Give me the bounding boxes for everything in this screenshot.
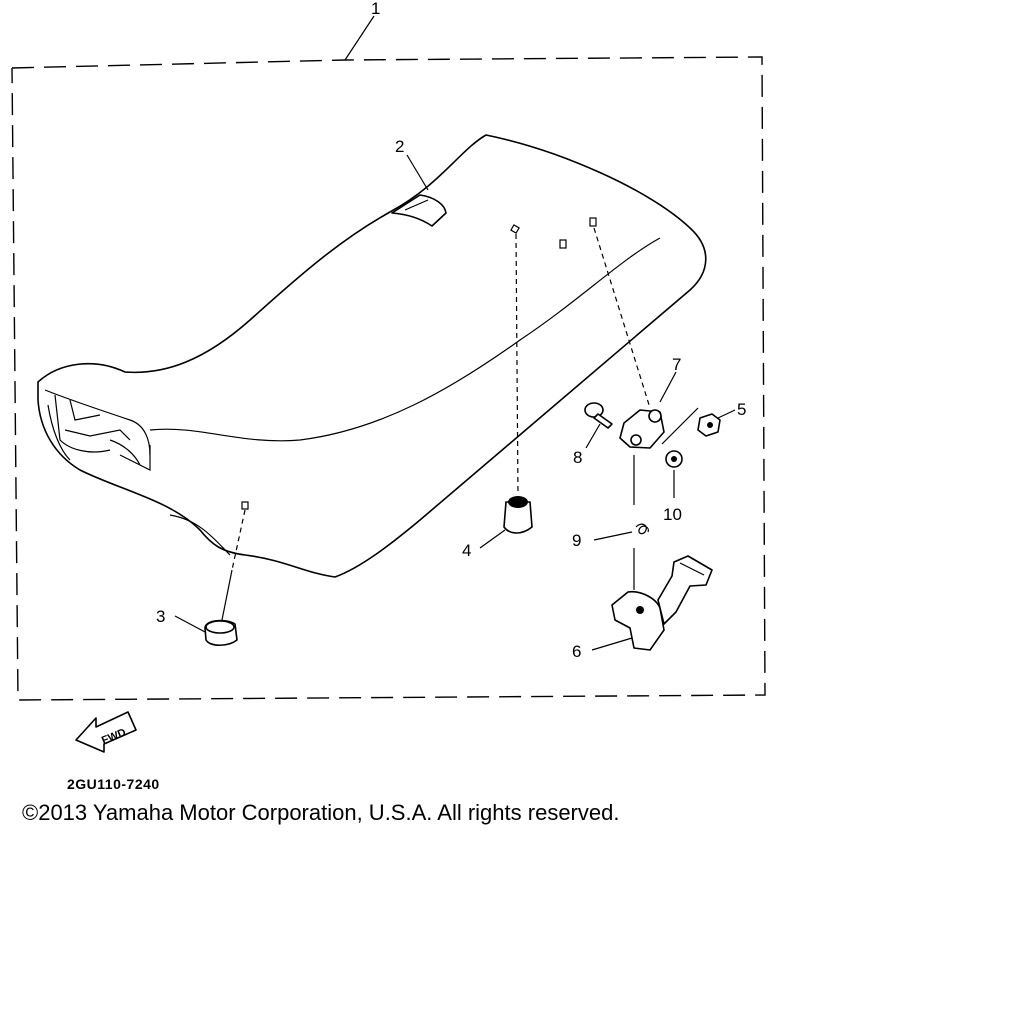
bracket-7 — [619, 409, 665, 449]
leader-6 — [591, 637, 633, 651]
leader-2 — [406, 154, 429, 191]
seat-parts-diagram: 1 2 3 4 — [11, 0, 766, 753]
diagram-code: 2GU110-7240 — [67, 776, 160, 792]
leader-7 — [659, 371, 677, 403]
locator-line-7 — [593, 227, 651, 409]
callout-10: 10 — [663, 505, 682, 524]
seat-lock-6 — [611, 555, 713, 651]
bolt-8 — [584, 402, 613, 429]
locator-line-3 — [231, 509, 246, 571]
damper-4 — [503, 496, 533, 534]
callout-7: 7 — [672, 355, 681, 374]
locator-line-4 — [515, 233, 519, 496]
callout-6: 6 — [572, 642, 581, 661]
nut-5 — [697, 413, 721, 437]
seat — [37, 134, 707, 578]
callout-4: 4 — [462, 541, 471, 560]
leader-5 — [717, 409, 736, 419]
callout-1: 1 — [371, 0, 380, 18]
callout-8: 8 — [573, 448, 582, 467]
leader-1 — [344, 15, 375, 61]
fwd-arrow-icon: FWD — [75, 711, 137, 753]
copyright-notice: ©2013 Yamaha Motor Corporation, U.S.A. A… — [22, 800, 620, 825]
callout-2: 2 — [395, 137, 404, 156]
leader-8 — [585, 423, 601, 449]
callout-3: 3 — [156, 607, 165, 626]
spring-9 — [635, 523, 649, 535]
callout-9: 9 — [572, 531, 581, 550]
callout-5: 5 — [737, 400, 746, 419]
leader-3 — [174, 615, 206, 633]
washer-10 — [665, 450, 683, 468]
assembly-boundary — [11, 56, 766, 701]
damper-3 — [204, 619, 238, 647]
leader-4 — [479, 529, 506, 549]
leader-9 — [593, 531, 633, 541]
